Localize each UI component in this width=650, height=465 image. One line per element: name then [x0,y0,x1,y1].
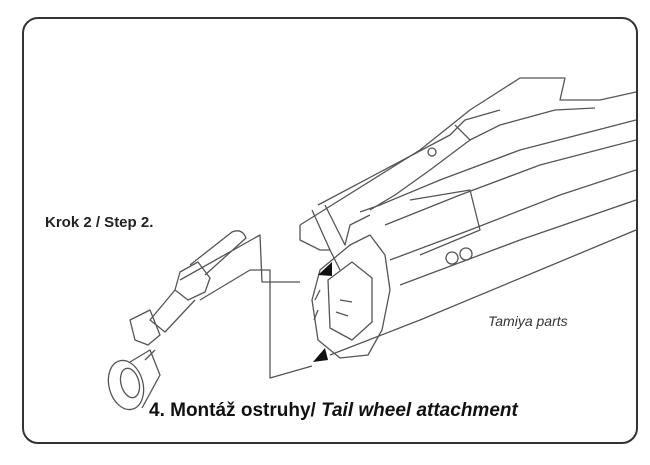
diagram-frame [22,17,638,444]
tail-wheel-bay [311,234,391,359]
step-label: Krok 2 / Step 2. [45,214,154,231]
caption-title: 4. Montáž ostruhy/ Tail wheel attachment [149,400,518,422]
arrow-icons [313,262,332,362]
caption-english: Tail wheel attachment [321,400,518,421]
tail-wheel-strut [107,230,247,411]
caption-czech: 4. Montáž ostruhy/ [149,400,322,421]
parts-label: Tamiya parts [488,313,568,329]
fuselage-drawing [299,77,637,356]
leader-lines [179,234,313,379]
